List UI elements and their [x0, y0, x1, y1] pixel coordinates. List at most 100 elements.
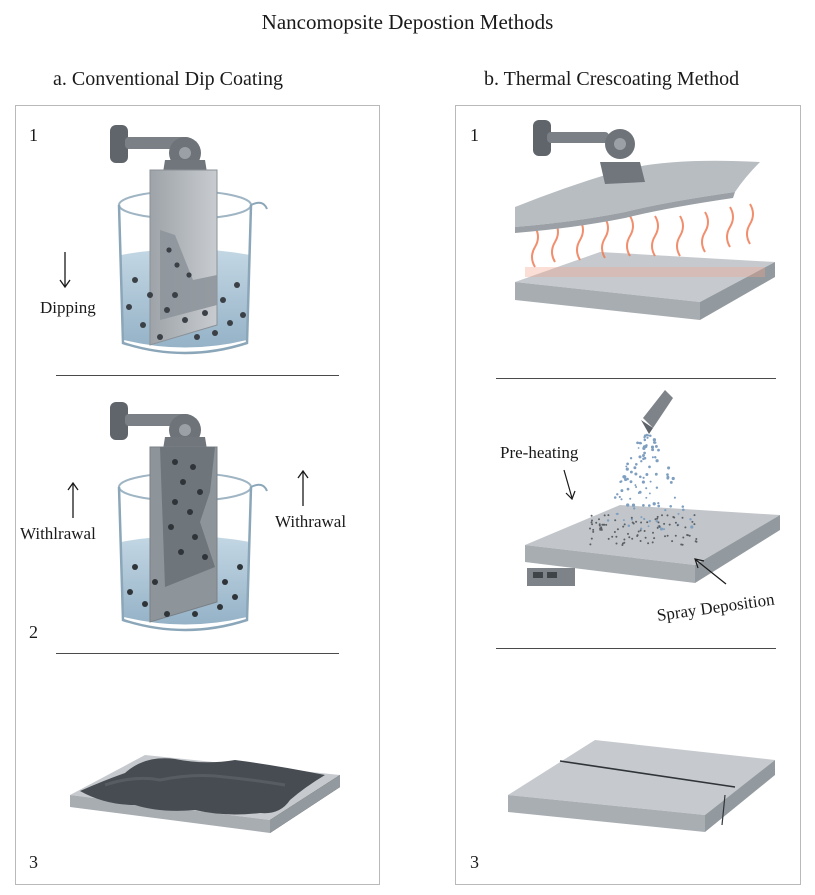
spray-dot [616, 512, 619, 516]
spray-dot [620, 498, 623, 501]
spray-dot [645, 496, 648, 499]
spray-dot [638, 455, 642, 459]
spray-dot [642, 476, 645, 479]
spray-dot [657, 448, 660, 452]
withdrawal-label-left: Withlrawal [20, 524, 96, 543]
deposit-dot [680, 543, 683, 546]
spray-dot [647, 434, 650, 437]
spray-dot [642, 457, 645, 461]
spray-dot [643, 451, 646, 455]
spray-dot [637, 492, 640, 494]
spray-dot [645, 487, 648, 490]
spray-dot [630, 518, 633, 521]
spray-dot [654, 472, 658, 476]
heat-wave-icon [531, 203, 754, 268]
spray-dot [650, 445, 655, 449]
spray-dot [625, 467, 629, 471]
deposit-dot [607, 537, 610, 540]
spray-dot [629, 457, 633, 460]
deposit-dot [693, 523, 696, 526]
deposit-dot [643, 530, 646, 532]
deposit-dot [637, 530, 640, 533]
spray-particles [606, 433, 694, 531]
deposit-dot [682, 536, 685, 539]
spray-dot [633, 466, 637, 470]
deposit-dot [693, 514, 696, 517]
deposit-dot [622, 525, 625, 528]
deposit-dot [674, 521, 677, 524]
deposit-dot [647, 542, 650, 545]
deposit-dot [653, 537, 656, 540]
preheating-label: Pre-heating [500, 443, 579, 462]
spray-dot [626, 503, 630, 507]
deposit-dot [615, 535, 618, 538]
deposit-dot [595, 521, 598, 524]
spray-dot [654, 455, 657, 459]
spray-dot [657, 501, 660, 505]
panel-a-step2-number: 2 [29, 622, 38, 642]
deposit-dot [616, 528, 619, 531]
spray-dot [664, 508, 667, 512]
deposit-dot [658, 525, 661, 528]
deposit-dot [607, 514, 610, 517]
dipping-label: Dipping [40, 298, 96, 317]
deposit-dot [611, 535, 614, 538]
spray-dot [671, 476, 675, 481]
panel-b-step1-number: 1 [470, 125, 479, 145]
holder-clamp-icon [110, 402, 209, 462]
spray-dot [626, 477, 629, 481]
deposit-dot [663, 522, 666, 525]
spray-dot [690, 525, 694, 529]
deposit-dot [623, 541, 626, 544]
arrow-pointer-icon [694, 558, 727, 585]
deposit-dot [590, 537, 593, 540]
deposit-dot [676, 524, 679, 527]
deposit-dot [631, 521, 634, 524]
spray-dot [647, 504, 651, 507]
deposit-dot [652, 531, 654, 534]
spray-dot [616, 493, 619, 496]
deposited-particles [589, 514, 698, 546]
deposit-dot [644, 536, 647, 539]
deposit-dot [598, 524, 601, 527]
deposit-dot [666, 514, 669, 517]
panel-b-divider-1 [496, 378, 776, 379]
spray-dot [626, 487, 630, 491]
spray-dot [655, 459, 659, 463]
arrow-up-icon [297, 469, 309, 506]
spray-dot [620, 480, 623, 483]
spray-dot [677, 512, 680, 515]
spray-dot [648, 465, 651, 469]
spray-dot [662, 528, 666, 531]
spray-dot [622, 475, 626, 479]
spray-dot [642, 455, 645, 458]
spray-dot [669, 505, 672, 508]
spray-dot [641, 480, 645, 484]
deposit-dot [589, 543, 592, 546]
deposit-dot [668, 523, 671, 526]
deposit-dot [635, 520, 638, 523]
deposit-dot [661, 514, 663, 517]
spray-dot [651, 448, 655, 452]
beaker-icon [110, 125, 268, 355]
spray-dot [666, 475, 670, 479]
withdrawal-label-right: Withrawal [275, 512, 347, 531]
spray-dot [654, 441, 657, 444]
spray-dot [618, 495, 621, 499]
spray-dot [673, 496, 676, 499]
deposit-dot [656, 526, 659, 529]
deposit-dot [636, 535, 639, 537]
deposit-dot [601, 523, 604, 526]
deposit-dot [623, 523, 626, 526]
spray-dot [652, 438, 657, 442]
spray-dot [657, 504, 661, 508]
arrow-down-icon [563, 469, 576, 501]
spray-dot [666, 473, 669, 476]
deposit-dot [603, 514, 606, 517]
deposit-dot [590, 514, 593, 517]
spray-dot [667, 466, 671, 470]
panel-b-step1-illustration [515, 120, 775, 320]
spray-dot [635, 485, 638, 489]
panel-b-step3-number: 3 [470, 852, 479, 872]
spray-dot [634, 462, 638, 466]
